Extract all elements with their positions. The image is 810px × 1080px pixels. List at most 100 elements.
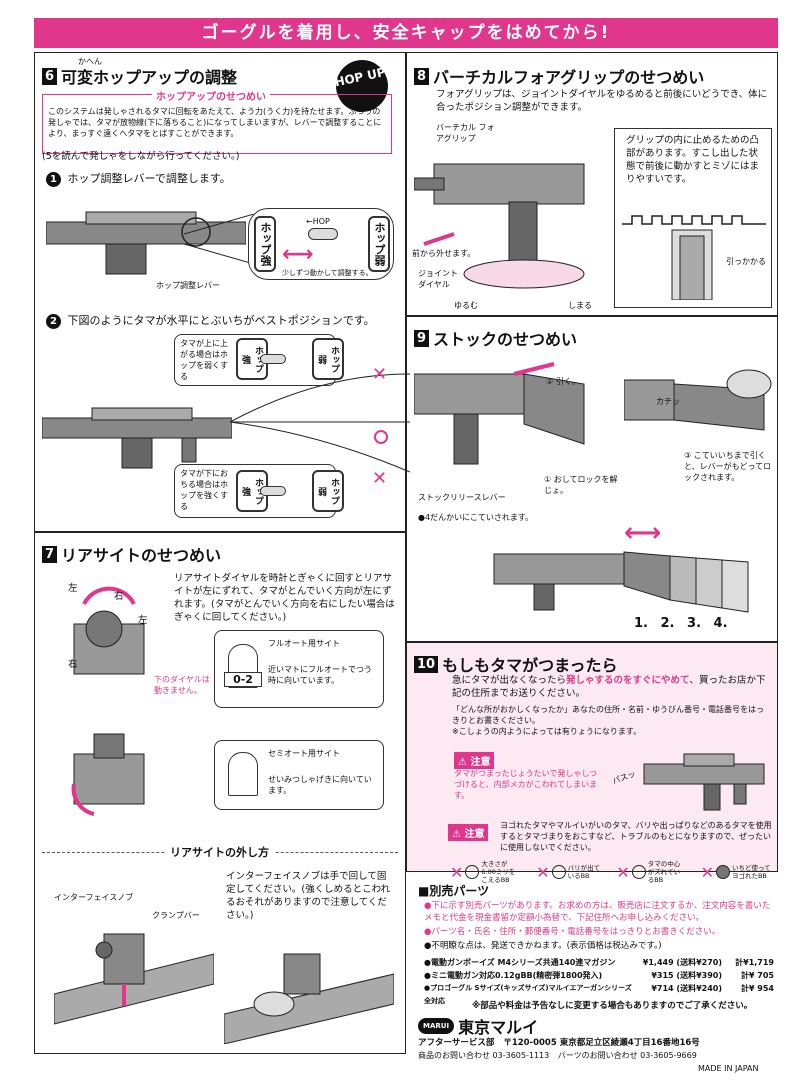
section-6-frame xyxy=(34,52,406,532)
semi-auto-text: せいみつしゃげきに向いています。 xyxy=(268,775,372,795)
caution-1-label: ⚠ 注意 xyxy=(454,752,495,769)
jam-text-3: ※こしょうの内ようによっては有りょうになります。 xyxy=(452,727,642,736)
full-auto-badge: 0-2 xyxy=(224,672,262,687)
rear-sight-illustration-1 xyxy=(73,586,145,675)
gun-illustration-1 xyxy=(46,211,246,275)
phone-parts: パーツのお問い合わせ 03-3605-9669 xyxy=(557,1051,697,1060)
parts-item-1-price: ¥1,449 (送料¥270) xyxy=(642,958,722,967)
safety-banner: ゴーグルを着用し、安全キャップをはめてから! xyxy=(34,18,778,48)
service-dept: アフターサービス部 xyxy=(418,1038,495,1048)
groove-detail-box xyxy=(614,128,772,308)
ng-item-1: ✕ 大きさが6.00ミリをこえるBB xyxy=(450,860,521,884)
ng-x-3: ✕ xyxy=(616,862,630,882)
stock-positions: 1. 2. 3. 4. xyxy=(634,616,728,631)
knob-label: インターフェイスノブ xyxy=(54,893,134,902)
parts-item-2-name: ●ミニ電動ガン対応0.12gBB(精密弾1800発入) xyxy=(424,971,603,980)
stock-illustration-2 xyxy=(624,369,772,431)
section-7-heading: リアサイトのせつめい xyxy=(61,546,222,565)
section-7-title: 7 リアサイトのせつめい xyxy=(42,542,221,566)
jam-text-1-end: 、買ったお店か下記の住所までお送りください。 xyxy=(452,675,766,699)
hop-lever-switch xyxy=(308,228,338,240)
full-auto-box xyxy=(214,630,384,708)
ng-circle-1 xyxy=(465,865,480,879)
ng-circle-2 xyxy=(551,865,566,879)
ng-text-3: タマの中心がズれているBB xyxy=(647,860,681,884)
ng-item-2: ✕ バリが出ているBB xyxy=(536,860,601,884)
made-in-japan: MADE IN JAPAN xyxy=(698,1064,759,1073)
ng-text-2: バリが出ているBB xyxy=(567,864,601,880)
removal-illustration-2 xyxy=(224,953,394,1044)
service-address: 〒120-0005 東京都足立区綾瀬4丁目16番地16号 xyxy=(503,1038,700,1048)
remove-front-label: 前から外せます。 xyxy=(412,249,476,258)
parts-item-3-name: ●プロゴーグル Sサイズ(キッズサイズ)マルイエアーガンシリーズ全対応 xyxy=(424,984,632,1005)
step-2: 2 下図のようにタマが水平にとぶいちがベストポジションです。 xyxy=(46,312,375,329)
groove-detail-text: グリップの内に止めるための凸部があります。すこし出した状態で前後に動かすとミゾに… xyxy=(626,135,760,185)
right-label-2: 右 xyxy=(68,659,78,670)
ng-x-4: ✕ xyxy=(700,862,714,882)
dial-note: 下のダイヤルは動きません。 xyxy=(154,675,210,695)
hop-weak-label-3: ホップ弱 xyxy=(312,470,344,512)
ng-circle-4 xyxy=(715,865,730,879)
step-1-number: 1 xyxy=(46,172,61,187)
stock-release-lever-label: ストックリリースレバー xyxy=(418,493,506,502)
zoom-line xyxy=(184,214,254,264)
x-mark-upper: ✕ xyxy=(372,364,388,385)
four-position-note: ●4だんかいにこていされます。 xyxy=(418,513,534,522)
click-label: カチッ xyxy=(656,397,680,406)
removal-illustration-1 xyxy=(54,933,214,1025)
hop-weak-label-2: ホップ弱 xyxy=(312,338,344,380)
full-auto-title: フルオート用サイト xyxy=(268,639,340,648)
ng-circle-3 xyxy=(631,865,646,879)
parts-item-2-total: 計¥ 705 xyxy=(740,971,774,980)
parts-item-1: ●電動ガンボーイズ M4シリーズ共通140連マガジン ¥1,449 (送料¥27… xyxy=(424,956,774,969)
section-10-title: 10 もしもタマがつまったら xyxy=(414,652,617,676)
ng-list: ✕ 大きさが6.00ミリをこえるBB ✕ バリが出ているBB ✕ タマの中心がズ… xyxy=(450,860,772,884)
section-9-title: 9 ストックのせつめい xyxy=(414,326,577,350)
parts-list: ●電動ガンボーイズ M4シリーズ共通140連マガジン ¥1,449 (送料¥27… xyxy=(424,956,774,1008)
semi-auto-box xyxy=(214,740,384,810)
ng-item-3: ✕ タマの中心がズれているBB xyxy=(616,860,685,884)
foregrip-text: フォアグリップは、ジョイントダイヤルをゆるめると前後にいどうでき、体に合ったポジ… xyxy=(436,89,768,113)
step-2-number: 2 xyxy=(46,314,61,329)
phone-products: 商品のお問い合わせ 03-3605-1113 xyxy=(418,1051,550,1060)
step-1-text: ホップ調整レバーで調整します。 xyxy=(67,172,231,185)
upper-note: タマが上に上がる場合はホップを弱くする xyxy=(180,339,228,381)
section-7-frame xyxy=(34,532,406,1054)
caution-2-label-text: 注意 xyxy=(464,829,485,840)
jam-gun-illustration xyxy=(643,753,765,811)
parts-item-3-total: 計¥ 954 xyxy=(740,984,774,993)
parts-item-1-name: ●電動ガンボーイズ M4シリーズ共通140連マガジン xyxy=(424,958,616,967)
instruction-text: (5を読んで発しゃをしながら行ってください。) xyxy=(42,151,240,162)
caution-1-header: ⚠ 注意 xyxy=(454,750,495,769)
parts-title: ■別売パーツ xyxy=(418,884,490,898)
step-2-text: 下図のようにタマが水平にとぶいちがベストポジションです。 xyxy=(67,314,375,327)
hop-lever-label: ←HOP xyxy=(306,217,330,226)
ng-x-2: ✕ xyxy=(536,862,550,882)
full-auto-text: 近いマトにフルオートでつう時に向いています。 xyxy=(268,665,372,685)
removal-title: リアサイトの外し方 xyxy=(164,844,275,860)
parts-item-1-total: 計¥1,719 xyxy=(735,958,774,967)
ng-x-1: ✕ xyxy=(450,862,464,882)
ng-text-4: いちど使ってヨゴれたBB xyxy=(731,864,771,880)
trajectory-lines xyxy=(230,373,410,473)
parts-note-1: ●下に示す別売パーツがあります。お求めの方は、販売店に注文するか、注文内容を書い… xyxy=(424,901,771,923)
caution-2-text: ヨゴれたタマやマルイいがいのタマ、バリや出っぱりなどのあるタマを使用するとタマづ… xyxy=(500,821,772,852)
caution-2-label: ⚠ 注意 xyxy=(448,824,489,841)
x-mark-lower: ✕ xyxy=(372,468,388,489)
section-8-frame xyxy=(406,52,778,316)
foregrip-illustration xyxy=(414,163,585,289)
ruby-text: かへん xyxy=(78,57,102,66)
stock-illustration-3 xyxy=(493,551,749,613)
jam-text-1-pink: 発しゃするのをすぐにやめて xyxy=(566,675,690,686)
catch-label: 引っかかる xyxy=(726,257,766,266)
hop-lever-switch-2 xyxy=(260,354,286,364)
caution-1-label-text: 注意 xyxy=(470,757,491,768)
adjust-arrow: ⟷ xyxy=(282,242,314,267)
parts-item-3: ●プロゴーグル Sサイズ(キッズサイズ)マルイエアーガンシリーズ全対応 ¥714… xyxy=(424,982,774,1008)
section-8-title: 8 バーチカルフォアグリップのせつめい xyxy=(414,64,704,88)
ng-text-1: 大きさが6.00ミリをこえるBB xyxy=(481,860,516,884)
parts-note-2: ●パーツ名・氏名・住所・郵便番号・電話番号をはっきりとお書きください。 xyxy=(424,927,721,937)
section-7-number: 7 xyxy=(42,545,58,563)
section-6-heading: 可変ホップアップの調整 xyxy=(61,68,238,87)
o-mark-center xyxy=(374,430,388,444)
